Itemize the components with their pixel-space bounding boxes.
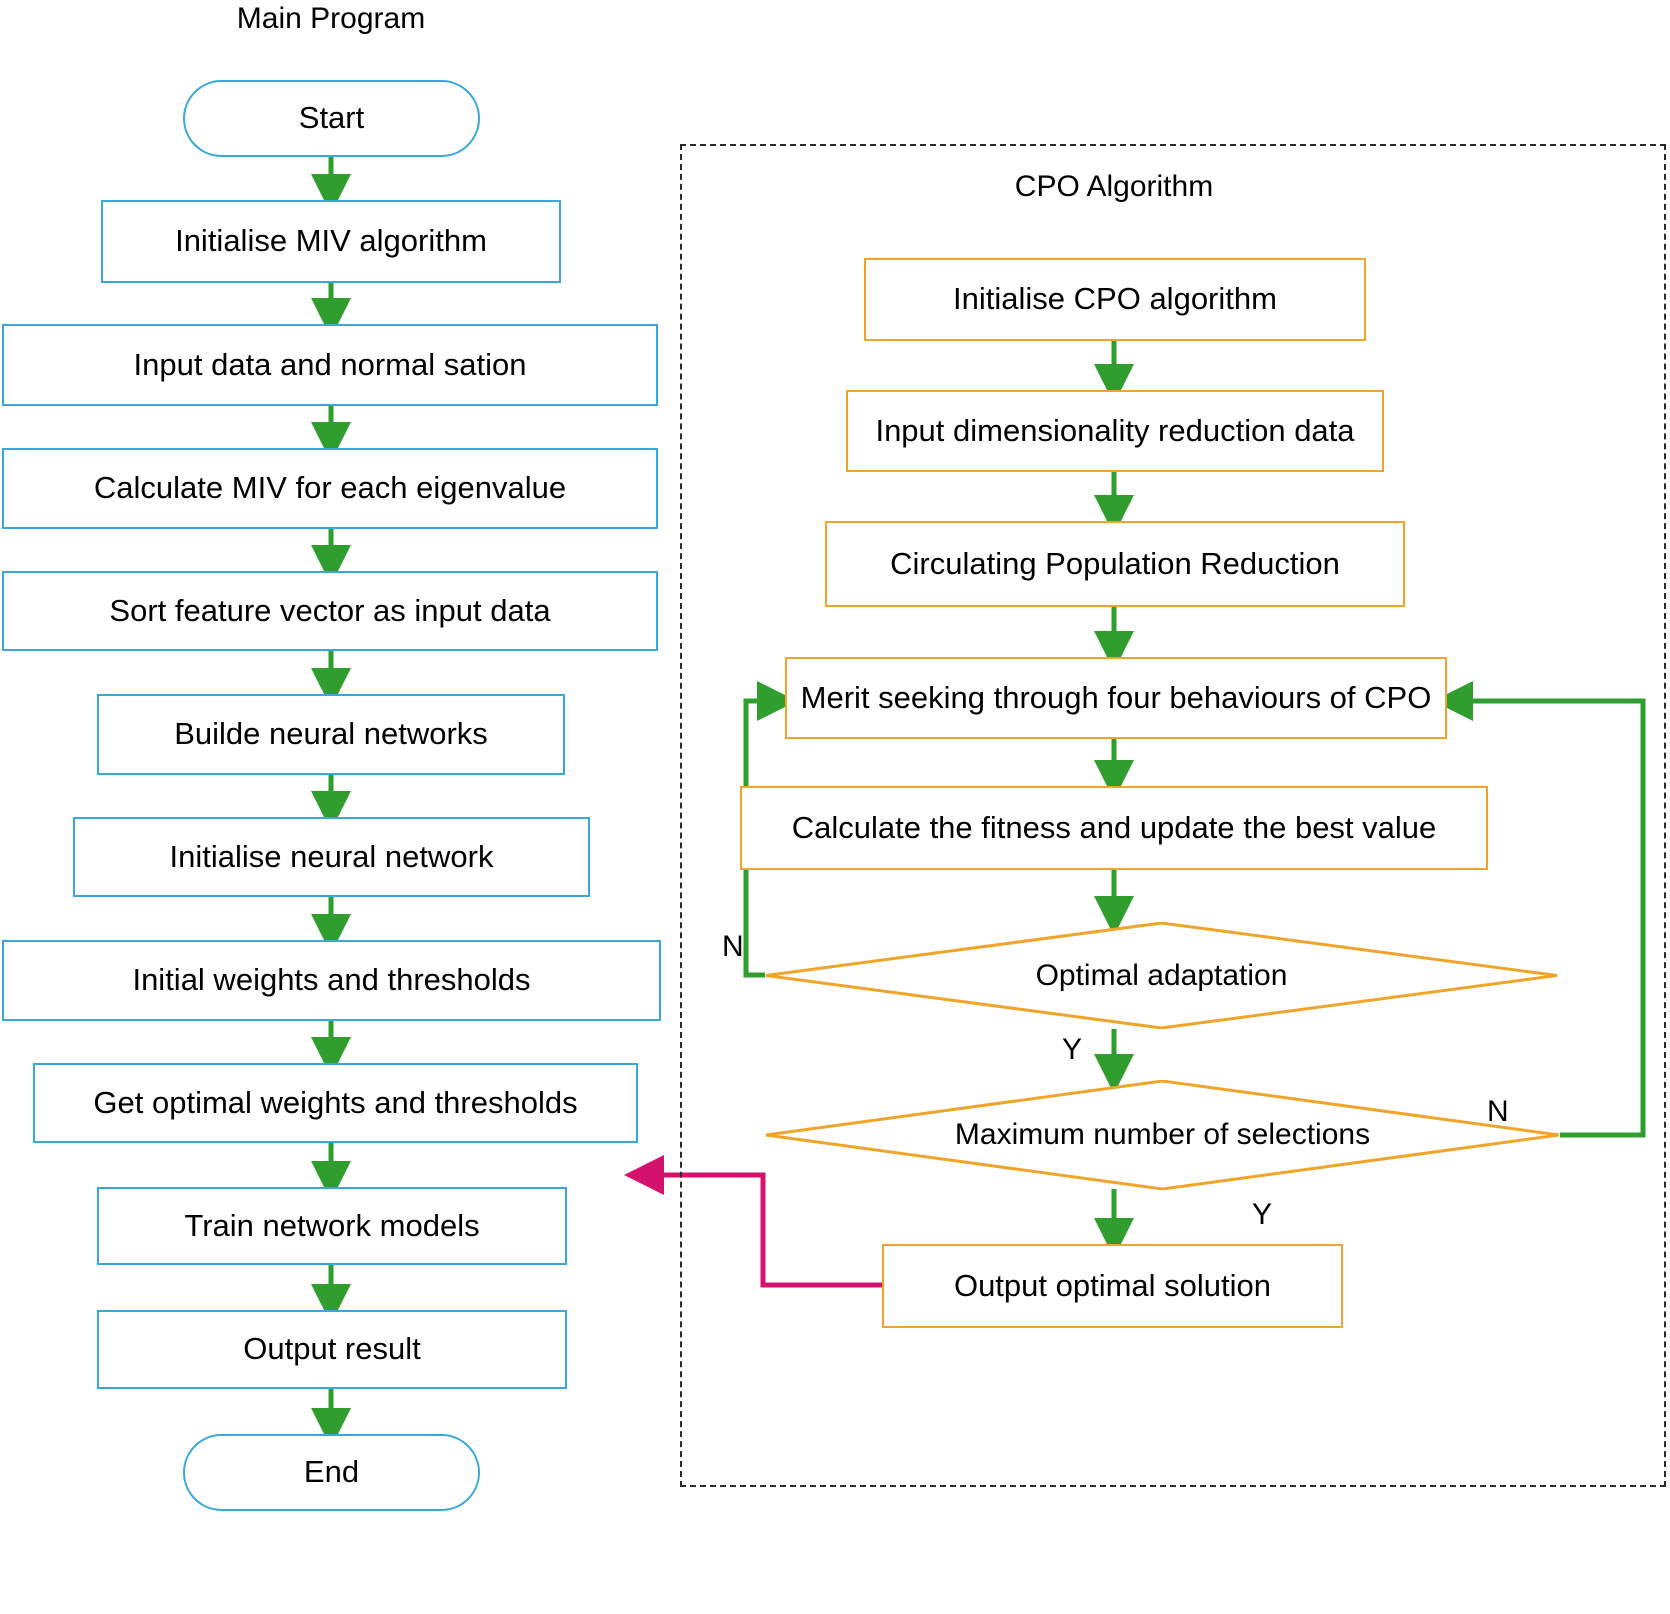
node-initialise-miv-algorithm[interactable]: Initialise MIV algorithm [101,200,561,283]
node-get-optimal-weights-and-thresholds-label: Get optimal weights and thresholds [93,1084,578,1120]
node-merit-seeking-four-behaviours[interactable]: Merit seeking through four behaviours of… [785,657,1447,739]
node-initialise-cpo-algorithm[interactable]: Initialise CPO algorithm [864,258,1366,341]
node-initialise-neural-network-label: Initialise neural network [169,838,494,874]
node-output-optimal-solution-label: Output optimal solution [953,1267,1272,1303]
node-initialise-neural-network[interactable]: Initialise neural network [73,817,590,897]
node-end-label: End [303,1454,360,1490]
edge-label-max-selections-yes: Y [1252,1198,1273,1231]
node-optimal-adaptation-label: Optimal adaptation [1035,958,1288,992]
node-initial-weights-and-thresholds[interactable]: Initial weights and thresholds [2,940,661,1021]
node-builde-neural-networks-label: Builde neural networks [174,716,488,752]
node-initialise-cpo-algorithm-label: Initialise CPO algorithm [953,281,1277,317]
node-start[interactable]: Start [183,80,480,157]
node-train-network-models[interactable]: Train network models [97,1187,567,1265]
main-program-title: Main Program [236,2,426,35]
node-input-dimensionality-reduction-data[interactable]: Input dimensionality reduction data [846,390,1384,472]
node-start-label: Start [298,100,365,136]
node-optimal-adaptation[interactable]: Optimal adaptation [765,922,1558,1029]
node-output-result-label: Output result [243,1331,421,1367]
node-initialise-miv-algorithm-label: Initialise MIV algorithm [175,223,487,259]
cpo-algorithm-title: CPO Algorithm [1014,170,1214,203]
node-circulating-population-reduction[interactable]: Circulating Population Reduction [825,521,1405,607]
node-input-dimensionality-reduction-data-label: Input dimensionality reduction data [875,412,1355,448]
node-circulating-population-reduction-label: Circulating Population Reduction [890,545,1340,581]
node-sort-feature-vector-as-input-data[interactable]: Sort feature vector as input data [2,571,658,651]
edge-label-max-selections-no: N [1487,1095,1509,1128]
node-input-data-and-normal-sation[interactable]: Input data and normal sation [2,324,658,406]
node-calculate-miv-for-each-eigenvalue-label: Calculate MIV for each eigenvalue [93,470,567,506]
node-calculate-fitness-update-best-value-label: Calculate the fitness and update the bes… [791,809,1437,845]
edge-label-optimal-adapt-yes: Y [1062,1033,1083,1066]
node-input-data-and-normal-sation-label: Input data and normal sation [133,346,527,382]
node-calculate-miv-for-each-eigenvalue[interactable]: Calculate MIV for each eigenvalue [2,448,658,529]
node-output-result[interactable]: Output result [97,1310,567,1389]
node-maximum-number-of-selections-label: Maximum number of selections [954,1118,1371,1151]
node-builde-neural-networks[interactable]: Builde neural networks [97,694,565,775]
node-maximum-number-of-selections[interactable]: Maximum number of selections [765,1080,1560,1190]
node-get-optimal-weights-and-thresholds[interactable]: Get optimal weights and thresholds [33,1063,638,1143]
cpo-algorithm-panel [680,144,1666,1487]
node-sort-feature-vector-as-input-data-label: Sort feature vector as input data [109,592,551,628]
edge-label-optimal-adapt-no: N [722,930,744,963]
node-initial-weights-and-thresholds-label: Initial weights and thresholds [132,962,531,998]
node-output-optimal-solution[interactable]: Output optimal solution [882,1244,1343,1328]
node-end[interactable]: End [183,1434,480,1511]
node-train-network-models-label: Train network models [184,1207,480,1243]
node-calculate-fitness-update-best-value[interactable]: Calculate the fitness and update the bes… [740,786,1488,870]
node-merit-seeking-four-behaviours-label: Merit seeking through four behaviours of… [800,679,1432,715]
